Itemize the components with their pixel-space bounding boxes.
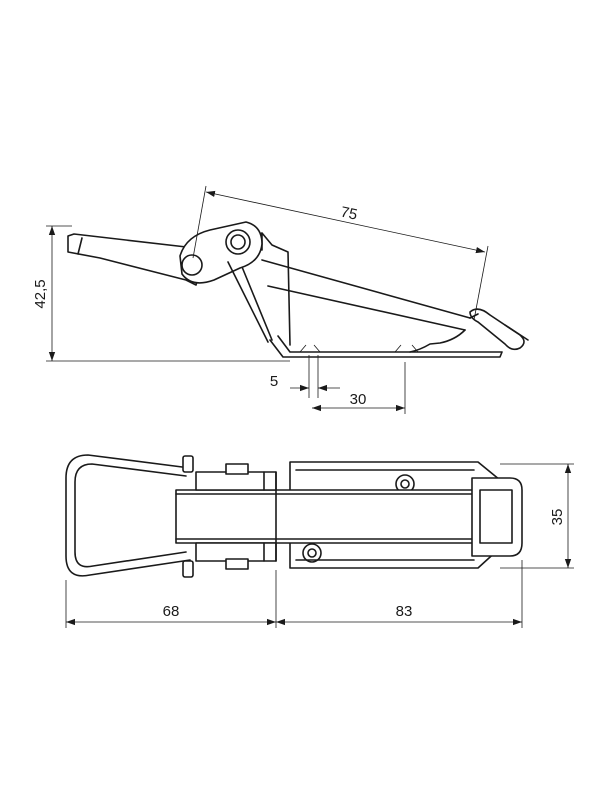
dim-side-small-label: 5 bbox=[270, 373, 278, 390]
side-base-plate bbox=[269, 335, 503, 358]
side-view bbox=[67, 221, 529, 358]
top-keeper-inner bbox=[479, 489, 513, 544]
top-rivet-lower bbox=[182, 560, 194, 578]
top-hinge-edges bbox=[263, 471, 277, 562]
dim-top-right-label: 83 bbox=[396, 603, 413, 620]
dim-top-left: 68 bbox=[65, 570, 277, 628]
side-handle-edge bbox=[77, 237, 83, 255]
top-hinge-tab-upper bbox=[225, 463, 249, 475]
top-base-plate-inner bbox=[295, 469, 475, 561]
top-view bbox=[65, 454, 523, 578]
side-wire-loop bbox=[469, 308, 525, 351]
side-link bbox=[227, 261, 269, 343]
top-lever-plate bbox=[175, 489, 521, 544]
dim-top-left-label: 68 bbox=[163, 603, 180, 620]
dim-side-height-label: 42,5 bbox=[32, 279, 49, 308]
dim-top-height-label: 35 bbox=[549, 509, 566, 526]
top-rivet-upper bbox=[182, 455, 194, 473]
side-base-detail bbox=[299, 344, 419, 353]
dim-top-right: 83 bbox=[276, 560, 523, 628]
dim-side-small: 5 bbox=[270, 355, 340, 398]
top-mount-hole-1-inner bbox=[400, 479, 410, 489]
dim-side-offset-label: 30 bbox=[350, 391, 367, 408]
side-lever-arm bbox=[261, 259, 471, 331]
side-pivot-hole-2 bbox=[225, 229, 251, 255]
top-mount-hole-2 bbox=[302, 543, 322, 563]
dim-side-offset: 30 bbox=[312, 362, 406, 414]
side-pivot-hole-1 bbox=[181, 254, 203, 276]
top-wire-loop-outer bbox=[65, 454, 191, 577]
dim-top-height: 35 bbox=[500, 463, 574, 569]
top-hinge-tab-lower bbox=[225, 558, 249, 570]
side-wire-end bbox=[504, 324, 529, 341]
dim-side-height: 42,5 bbox=[32, 225, 290, 362]
top-mount-hole-2-inner bbox=[307, 548, 317, 558]
top-wire-loop-inner bbox=[74, 463, 187, 568]
dim-side-length-label: 75 bbox=[339, 204, 359, 224]
dim-side-length: 75 bbox=[192, 185, 489, 321]
top-lever-plate-line bbox=[175, 493, 521, 540]
